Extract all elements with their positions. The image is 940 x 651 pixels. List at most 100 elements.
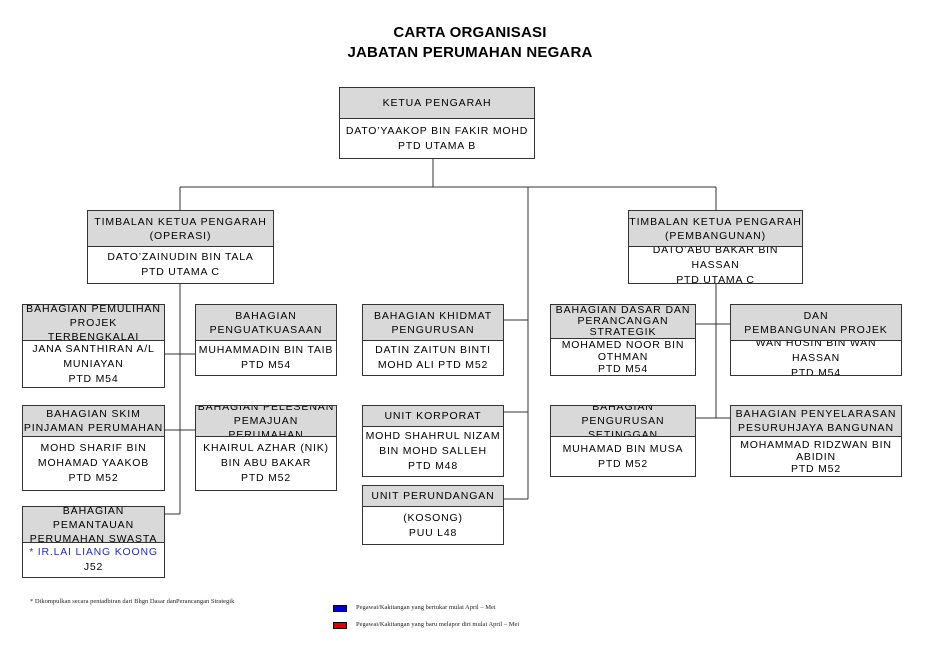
header-line: BAHAGIAN SKIM <box>46 408 141 420</box>
header-line: BAHAGIAN PERANCANGAN DAN <box>738 305 893 322</box>
box-header: BAHAGIAN KHIDMAT PENGURUSAN <box>363 305 503 341</box>
box-body: * IR.LAI LIANG KOONG J52 <box>23 543 164 577</box>
header-line: UNIT KORPORAT <box>384 410 482 422</box>
officer-name: MUHAMAD BIN MUSA <box>562 442 684 455</box>
officer-grade: PTD M54 <box>791 366 841 376</box>
officer-grade: PTD M52 <box>598 457 648 470</box>
box-header: BAHAGIAN SKIM PINJAMAN PERUMAHAN <box>23 406 164 437</box>
officer-name: DATIN ZAITUN BINTI <box>375 344 491 356</box>
box-bahagian-penyelarasan-pesuruhjaya: BAHAGIAN PENYELARASAN PESURUHJAYA BANGUN… <box>730 405 902 477</box>
box-bahagian-pengurusan-setinggan: BAHAGIAN PENGURUSAN SETINGGAN MUHAMAD BI… <box>550 405 696 477</box>
officer-name: MOHD SHARIF BIN <box>40 442 147 454</box>
box-header: BAHAGIAN PENGUATKUASAAN <box>196 305 336 341</box>
box-body: (KOSONG) PUU L48 <box>363 507 503 544</box>
header-line: BAHAGIAN PEMULIHAN <box>26 305 161 315</box>
officer-name: (KOSONG) <box>403 511 463 524</box>
header-line: UNIT PERUNDANGAN <box>371 490 495 502</box>
header-line: PEMAJUAN PERUMAHAN <box>228 415 304 437</box>
box-unit-korporat: UNIT KORPORAT MOHD SHAHRUL NIZAM BIN MOH… <box>362 405 504 477</box>
header-line: BAHAGIAN KHIDMAT <box>373 309 493 322</box>
box-body: MOHD SHAHRUL NIZAM BIN MOHD SALLEH PTD M… <box>363 427 503 476</box>
officer-grade: PTD M54 <box>598 363 648 375</box>
officer-grade: PTD M52 <box>241 472 291 484</box>
officer-grade: PTD M52 <box>791 462 841 475</box>
officer-name: MOHAMMAD RIDZWAN BIN <box>740 438 892 451</box>
box-header: BAHAGIAN DASAR DAN PERANCANGAN STRATEGIK <box>551 305 695 339</box>
box-header: KETUA PENGARAH <box>340 88 534 119</box>
officer-name: ABIDIN <box>796 450 836 463</box>
header-line: PESURUHJAYA BANGUNAN <box>738 422 894 434</box>
box-header: BAHAGIAN PENYELARASAN PESURUHJAYA BANGUN… <box>731 406 901 437</box>
box-header: TIMBALAN KETUA PENGARAH (PEMBANGUNAN) <box>629 211 802 247</box>
box-bahagian-perancangan-ppr: BAHAGIAN PERANCANGAN DAN PEMBANGUNAN PRO… <box>730 304 902 376</box>
box-tkp-operasi: TIMBALAN KETUA PENGARAH (OPERASI) DATO’Z… <box>87 210 274 284</box>
officer-grade: PTD M54 <box>68 372 119 385</box>
officer-grade: PTD UTAMA B <box>397 139 477 152</box>
officer-name: JANA SANTHIRAN A/L <box>32 342 155 355</box>
box-header: BAHAGIAN PELESENAN PEMAJUAN PERUMAHAN <box>196 406 336 437</box>
box-bahagian-penguatkuasaan: BAHAGIAN PENGUATKUASAAN MUHAMMADIN BIN T… <box>195 304 337 376</box>
box-body: KHAIRUL AZHAR (NIK) BIN ABU BAKAR PTD M5… <box>196 437 336 490</box>
header-line: TIMBALAN KETUA PENGARAH <box>629 215 802 228</box>
header-line: BAHAGIAN DASAR DAN <box>555 305 691 316</box>
box-body: DATO’ABU BAKAR BIN HASSAN PTD UTAMA C <box>629 247 802 283</box>
officer-name: KHAIRUL AZHAR (NIK) <box>203 442 329 454</box>
legend-label-transferred: Pegawai/Kakitangan yang bertukar mulai A… <box>356 604 496 611</box>
officer-grade: J52 <box>83 561 104 573</box>
officer-name: * IR.LAI LIANG KOONG <box>29 546 158 558</box>
officer-grade: PTD M54 <box>241 359 291 371</box>
box-body: MUHAMAD BIN MUSA PTD M52 <box>551 437 695 476</box>
legend-swatch-blue <box>333 605 347 612</box>
officer-name: MOHAMAD YAAKOB <box>37 457 150 469</box>
header-line: BAHAGIAN <box>235 309 297 322</box>
officer-name: DATO’YAAKOP BIN FAKIR MOHD <box>345 124 529 137</box>
officer-name: WAN HUSIN BIN WAN HASSAN <box>755 341 877 364</box>
officer-name: MUNIAYAN <box>63 357 124 370</box>
header-line: PROJEK TERBENGKALAI <box>47 316 140 341</box>
box-body: DATO’ZAINUDIN BIN TALA PTD UTAMA C <box>88 247 273 283</box>
box-bahagian-pemulihan: BAHAGIAN PEMULIHAN PROJEK TERBENGKALAI J… <box>22 304 165 388</box>
chart-title-line-1: CARTA ORGANISASI <box>393 24 547 41</box>
box-bahagian-skim-pinjaman: BAHAGIAN SKIM PINJAMAN PERUMAHAN MOHD SH… <box>22 405 165 491</box>
officer-name: MOHAMED NOOR BIN <box>561 339 685 351</box>
chart-title-line-2: JABATAN PERUMAHAN NEGARA <box>347 44 593 61</box>
box-tkp-pembangunan: TIMBALAN KETUA PENGARAH (PEMBANGUNAN) DA… <box>628 210 803 284</box>
header-line: STRATEGIK <box>589 326 657 338</box>
box-header: BAHAGIAN PENGURUSAN SETINGGAN <box>551 406 695 437</box>
box-unit-perundangan: UNIT PERUNDANGAN (KOSONG) PUU L48 <box>362 485 504 545</box>
officer-grade: PUU L48 <box>408 526 458 539</box>
header-line: BAHAGIAN PEMANTAUAN <box>52 507 135 531</box>
legend-swatch-red <box>333 622 347 629</box>
footnote: * Dikompulkan secara pentadbiran dari Bh… <box>30 598 235 605</box>
box-header: BAHAGIAN PEMULIHAN PROJEK TERBENGKALAI <box>23 305 164 341</box>
box-body: MOHAMMAD RIDZWAN BIN ABIDIN PTD M52 <box>731 437 901 476</box>
officer-name: DATO’ZAINUDIN BIN TALA <box>107 251 254 263</box>
header-line: PENGUATKUASAAN <box>209 323 323 336</box>
header-line: KETUA PENGARAH <box>382 97 492 109</box>
header-line: PERUMAHAN SWASTA <box>29 532 158 543</box>
box-bahagian-pemantauan-swasta: BAHAGIAN PEMANTAUAN PERUMAHAN SWASTA * I… <box>22 506 165 578</box>
box-body: DATO’YAAKOP BIN FAKIR MOHD PTD UTAMA B <box>340 119 534 158</box>
box-header: UNIT PERUNDANGAN <box>363 486 503 507</box>
officer-name-grade: MOHD ALI PTD M52 <box>377 359 489 371</box>
header-line: PERANCANGAN <box>577 315 669 327</box>
box-body: DATIN ZAITUN BINTI MOHD ALI PTD M52 <box>363 341 503 375</box>
header-line: PINJAMAN PERUMAHAN <box>23 422 164 434</box>
officer-name: BIN ABU BAKAR <box>220 457 312 469</box>
header-line: (PEMBANGUNAN) <box>665 229 766 242</box>
box-bahagian-khidmat-pengurusan: BAHAGIAN KHIDMAT PENGURUSAN DATIN ZAITUN… <box>362 304 504 376</box>
officer-name: DATO’ABU BAKAR BIN HASSAN <box>652 247 779 271</box>
header-line: PENGURUSAN <box>391 323 475 336</box>
header-line: (OPERASI) <box>149 229 212 242</box>
officer-grade: PTD UTAMA C <box>676 273 755 284</box>
officer-name: BIN MOHD SALLEH <box>379 445 487 457</box>
header-line: PEMBANGUNAN PROJEK PPR <box>744 323 888 341</box>
officer-grade: PTD M48 <box>408 460 458 472</box>
officer-name: OTHMAN <box>597 351 649 363</box>
header-line: TIMBALAN KETUA PENGARAH <box>94 215 267 228</box>
header-line: BAHAGIAN PENYELARASAN <box>735 408 897 420</box>
box-ketua-pengarah: KETUA PENGARAH DATO’YAAKOP BIN FAKIR MOH… <box>339 87 535 159</box>
officer-grade: PTD UTAMA C <box>141 266 220 278</box>
box-bahagian-pelesenan: BAHAGIAN PELESENAN PEMAJUAN PERUMAHAN KH… <box>195 405 337 491</box>
